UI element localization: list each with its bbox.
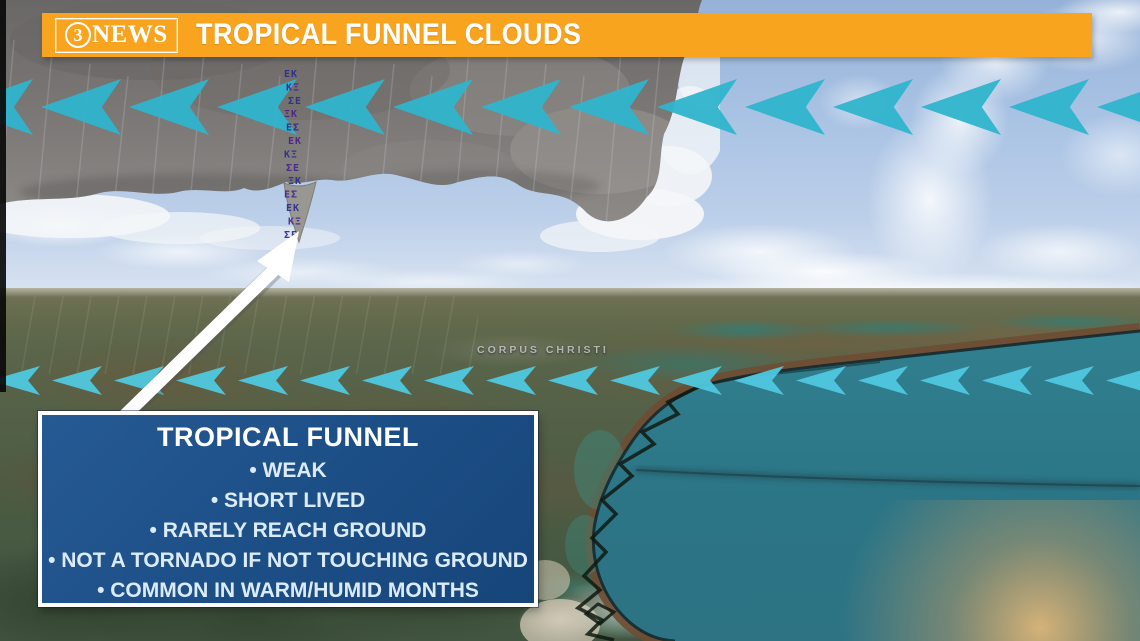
funnel-glyph-row: ΚΞ <box>286 82 300 93</box>
station-logo-word: NEWS <box>92 21 168 48</box>
rain-streak <box>643 51 661 222</box>
funnel-glyph-row: ΕΣ <box>284 190 298 201</box>
station-logo: 3 NEWS <box>55 17 178 53</box>
wind-arrow-icon <box>0 366 40 395</box>
wind-arrow-icon <box>393 79 473 135</box>
wind-arrow-icon <box>486 366 536 395</box>
tropical-funnel-info-box: TROPICAL FUNNEL • WEAK • SHORT LIVED • RAR… <box>38 411 538 607</box>
funnel-glyph-row: ΣΕ <box>284 230 298 241</box>
wind-arrow-icon <box>362 366 412 395</box>
wind-arrow-icon <box>672 366 722 395</box>
rain-streak <box>605 39 623 222</box>
info-box-bullet: • COMMON IN WARM/HUMID MONTHS <box>97 579 479 602</box>
scene-left-edge <box>0 0 6 392</box>
funnel-glyph-row: ΕΣ <box>286 123 300 134</box>
wind-arrow-icon <box>176 366 226 395</box>
funnel-glyph-row: ΣΕ <box>286 163 300 174</box>
wind-arrow-icon <box>129 79 209 135</box>
pointer-shaft <box>107 261 283 433</box>
wind-arrow-icon <box>1097 91 1140 123</box>
wind-arrow-icon <box>238 366 288 395</box>
header-title: TROPICAL FUNNEL CLOUDS <box>195 18 582 51</box>
wind-arrow-icon <box>920 366 970 395</box>
wind-arrow-icon <box>424 366 474 395</box>
wind-arrow-icon <box>745 79 825 135</box>
wind-arrow-icon <box>300 366 350 395</box>
wind-arrow-icon <box>921 79 1001 135</box>
wind-arrow-icon <box>0 79 33 135</box>
wind-arrow-icon <box>41 79 121 135</box>
funnel-cloud: ΕΚ ΚΞ ΣΕ ΞΚ ΕΣ ΕΚ ΚΞ ΣΕ ΞΚ ΕΣ ΕΚ ΚΞ ΣΕ <box>283 69 317 244</box>
waterline-edge <box>591 329 1140 641</box>
info-box-bullet: • SHORT LIVED <box>210 489 366 512</box>
wind-arrow-icon <box>217 79 297 135</box>
wind-arrow-icon <box>1009 79 1089 135</box>
wind-arrow-icon <box>610 366 660 395</box>
wind-arrow-icon <box>52 366 102 395</box>
wind-arrow-icon <box>569 79 649 135</box>
wind-arrow-icon <box>796 366 846 395</box>
white-cloud <box>200 226 340 250</box>
info-box-bullet: • NOT A TORNADO IF NOT TOUCHING GROUND <box>48 549 528 572</box>
cloud-highlight <box>410 44 630 136</box>
funnel-rotation-glyphs: ΕΚ ΚΞ ΣΕ ΞΚ ΕΣ ΕΚ ΚΞ ΣΕ ΞΚ ΕΣ ΕΚ ΚΞ ΣΕ <box>284 69 302 241</box>
header-bar: 3 NEWS TROPICAL FUNNEL CLOUDS <box>42 13 1092 57</box>
globe-3-icon: 3 <box>65 22 91 48</box>
sun-glint <box>840 500 1140 641</box>
road-loop <box>583 602 617 626</box>
wind-arrow-icon <box>1106 370 1140 391</box>
coastal-road-line-north <box>699 361 881 387</box>
info-box-title: TROPICAL FUNNEL <box>157 422 419 452</box>
wind-arrow-icon <box>982 366 1032 395</box>
funnel-cone <box>283 181 317 244</box>
info-box-bullet-list: • WEAK • SHORT LIVED • RARELY REACH GROUND… <box>42 456 534 606</box>
funnel-glyph-row: ΕΚ <box>284 69 298 80</box>
wind-arrow-icon <box>1044 366 1094 395</box>
wind-arrow-icon <box>657 79 737 135</box>
rain-streak <box>35 51 53 222</box>
info-box-bullet: • WEAK <box>249 459 327 482</box>
info-box-bullet: • RARELY REACH GROUND <box>149 519 427 542</box>
pointer-head <box>257 231 299 282</box>
funnel-glyph-row: ΞΚ <box>284 109 298 120</box>
funnel-glyph-row: ΣΕ <box>288 96 302 107</box>
funnel-glyph-row: ΚΞ <box>288 216 302 227</box>
wind-arrow-icon <box>305 79 385 135</box>
funnel-glyph-row: ΞΚ <box>288 176 302 187</box>
wind-arrow-icon <box>833 79 913 135</box>
wind-arrow-icon <box>734 366 784 395</box>
funnel-glyph-row: ΕΚ <box>286 203 300 214</box>
funnel-glyph-row: ΚΞ <box>284 149 298 160</box>
wind-arrow-icon <box>858 366 908 395</box>
funnel-glyph-row: ΕΚ <box>288 136 302 147</box>
wind-arrow-icon <box>481 79 561 135</box>
coastal-road-line <box>574 384 701 641</box>
map-city-label: CORPUS CHRISTI <box>477 344 609 356</box>
harbor-bridge-line-core <box>635 469 1140 487</box>
wind-arrow-icon <box>548 366 598 395</box>
